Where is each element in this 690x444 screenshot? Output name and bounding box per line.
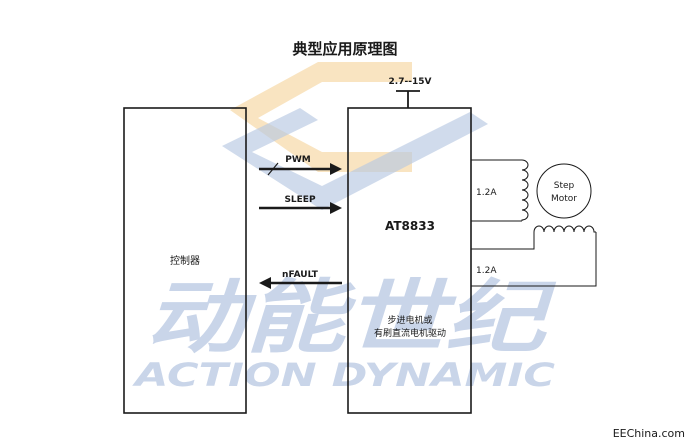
driver-block — [347, 107, 472, 414]
pwm-bus-slash — [267, 162, 279, 176]
watermark-logo-chevrons — [222, 62, 488, 210]
controller-block — [123, 107, 247, 414]
sleep-label: SLEEP — [284, 195, 316, 205]
supply-connection: 2.7--15V — [389, 77, 432, 108]
sleep-arrowhead — [330, 202, 342, 214]
winding-a-coil — [521, 159, 529, 221]
diagram-title: 典型应用原理图 — [292, 40, 397, 58]
driver-desc-line1: 步进电机或 — [387, 314, 432, 326]
step-motor: Step Motor — [536, 163, 592, 219]
winding-b-wire-return — [471, 232, 597, 287]
driver-desc-line2: 有刷直流电机驱动 — [374, 327, 446, 339]
watermark-chevron-orange — [230, 62, 412, 172]
step-motor-label-line2: Motor — [551, 194, 577, 204]
watermark-chevron-blue — [222, 108, 488, 210]
pwm-arrowhead — [330, 163, 342, 175]
watermark-cn-text: 动能世纪 — [145, 271, 557, 364]
nfault-arrowhead — [259, 277, 271, 289]
pwm-signal: PWM — [259, 155, 342, 176]
winding-b-wire-top — [471, 232, 535, 250]
watermark-en-text: ACTION DYNAMIC — [131, 356, 556, 394]
current-label-b: 1.2A — [476, 266, 497, 276]
driver-name: AT8833 — [385, 219, 435, 233]
step-motor-label-line1: Step — [554, 181, 575, 191]
current-label-a: 1.2A — [476, 188, 497, 198]
nfault-signal: nFAULT — [259, 270, 342, 289]
winding-b-coil — [533, 225, 596, 233]
supply-voltage-label: 2.7--15V — [389, 77, 432, 87]
sleep-signal: SLEEP — [259, 195, 342, 214]
winding-b — [471, 225, 597, 287]
pwm-label: PWM — [285, 155, 311, 165]
winding-a — [471, 159, 529, 222]
nfault-label: nFAULT — [282, 270, 319, 280]
watermark: 动能世纪 ACTION DYNAMIC — [131, 62, 557, 394]
credit-text: EEChina.com — [613, 427, 685, 440]
step-motor-circle — [536, 163, 592, 219]
controller-label: 控制器 — [170, 254, 200, 267]
